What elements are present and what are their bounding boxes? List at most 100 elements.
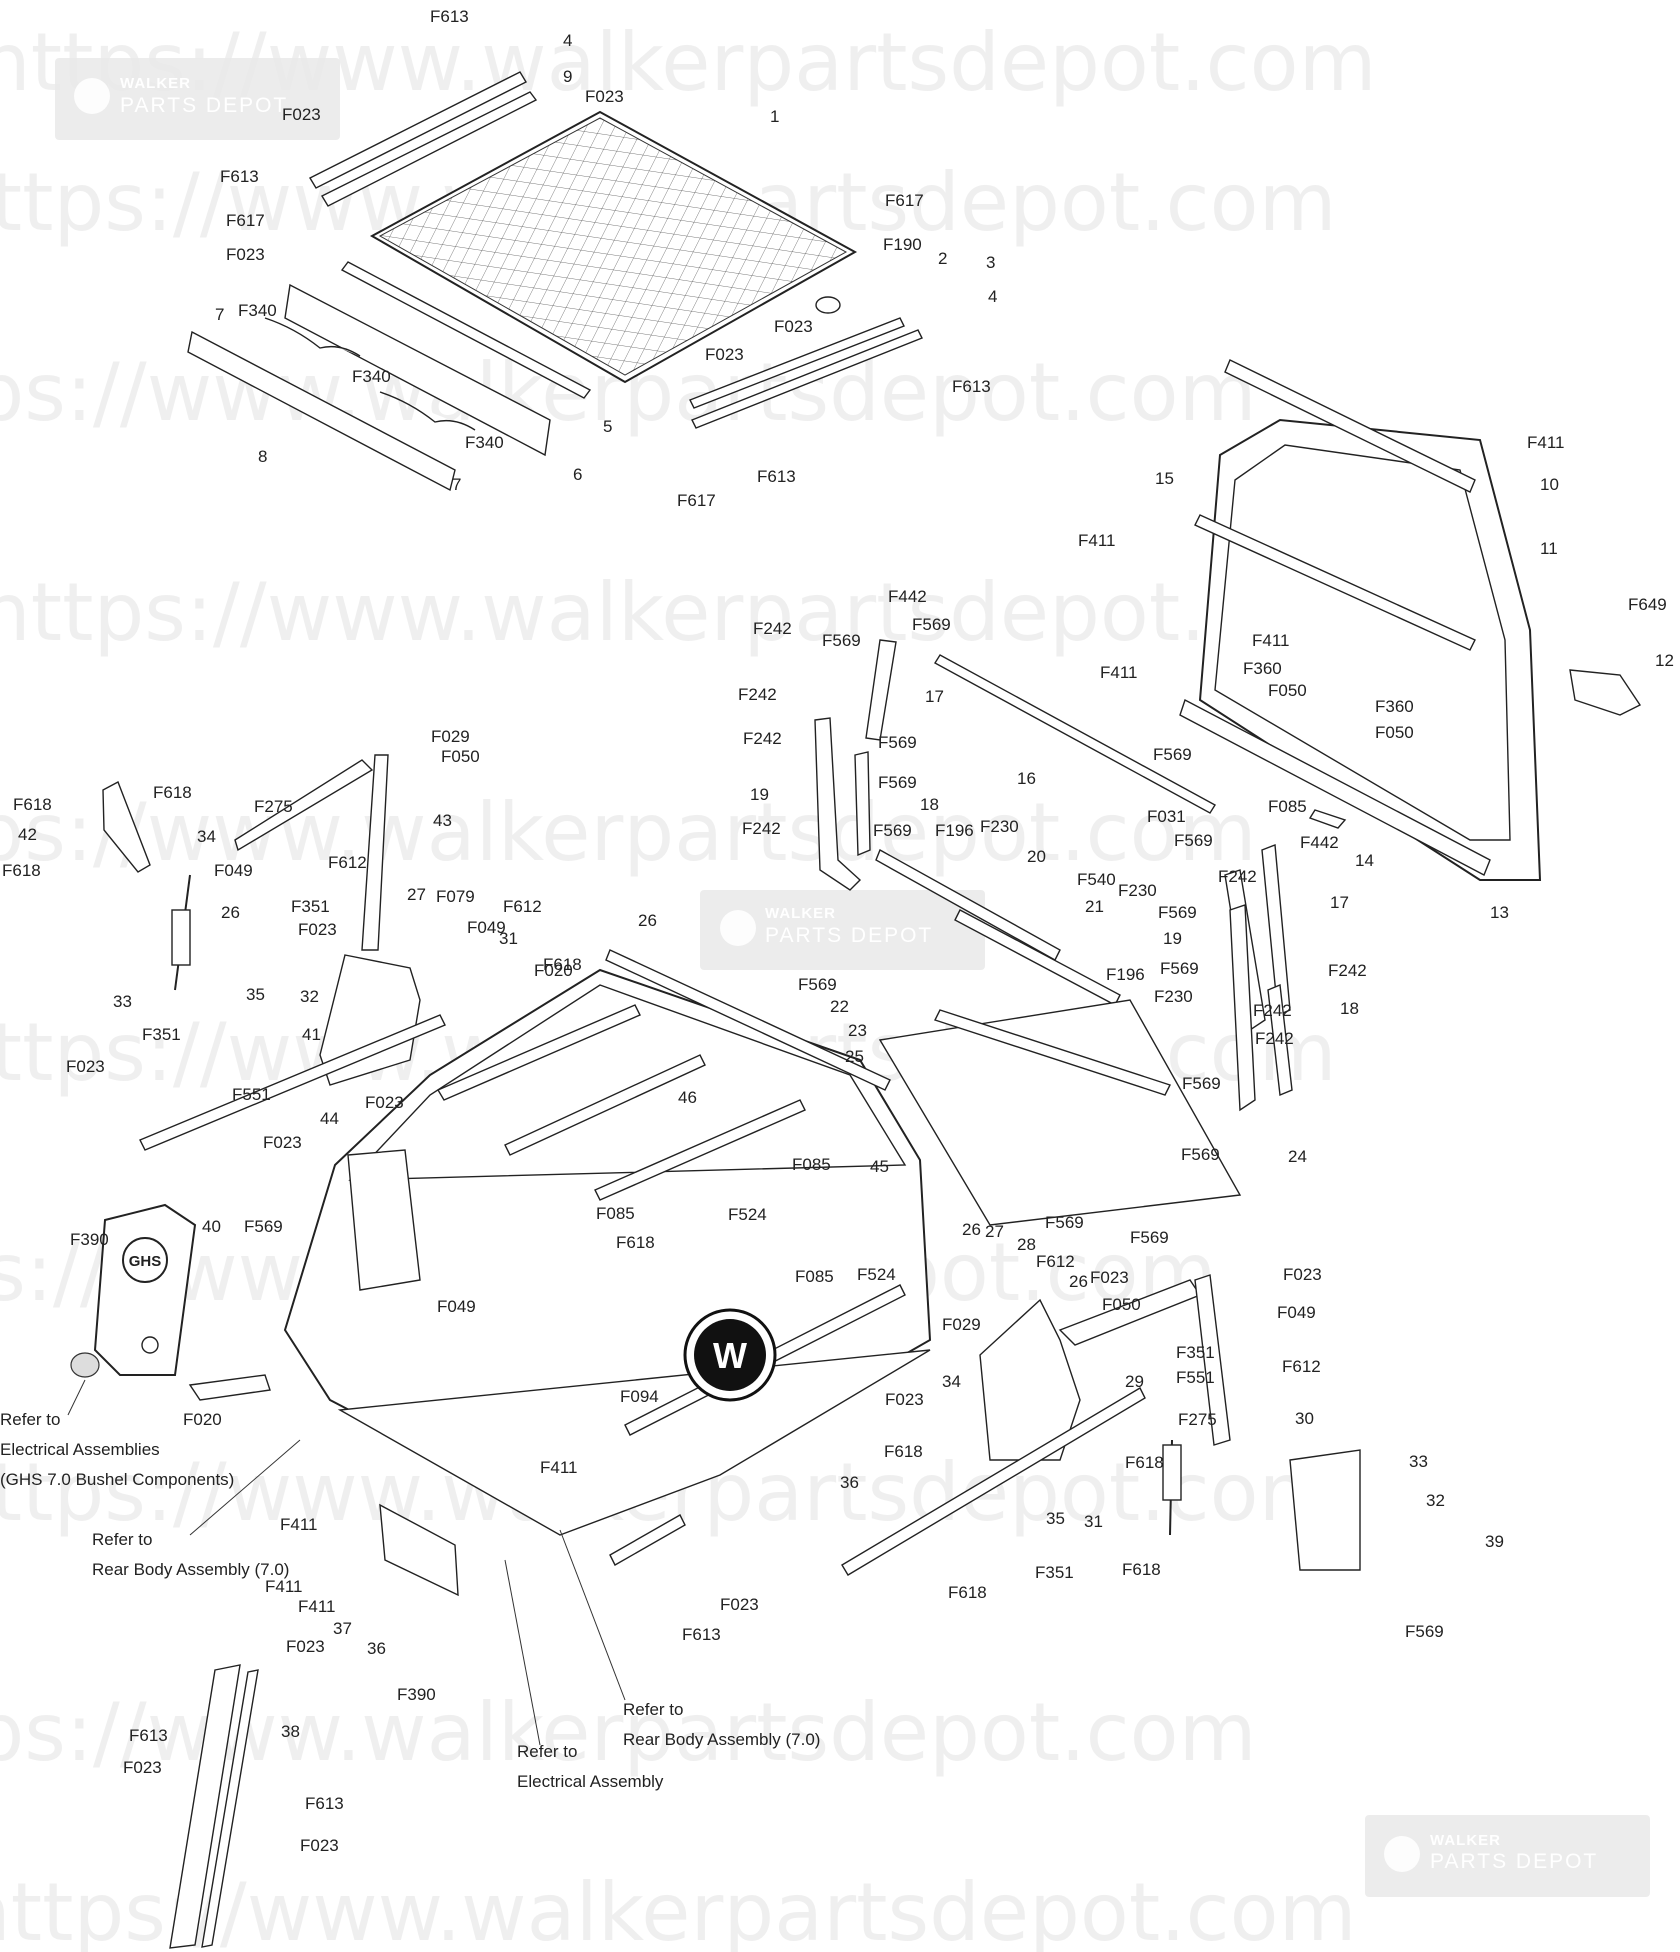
callout-label: F618: [1125, 1453, 1164, 1472]
callout-label: 26: [1069, 1272, 1088, 1291]
callout-label: F085: [1268, 797, 1307, 816]
callout-label: 14: [1355, 851, 1374, 870]
callout-label: F023: [885, 1390, 924, 1409]
callout-label: F612: [328, 853, 367, 872]
callout-label: 36: [840, 1473, 859, 1492]
callout-label: F085: [792, 1155, 831, 1174]
callout-label: 20: [1027, 847, 1046, 866]
callout-label: F351: [1035, 1563, 1074, 1582]
callout-label: 19: [750, 785, 769, 804]
callout-label: 2: [938, 249, 947, 268]
callout-label: F023: [263, 1133, 302, 1152]
callout-label: F613: [952, 377, 991, 396]
ref-electrical-ghs-line-1: Refer to: [0, 1410, 60, 1429]
ref-rear-body-center-line-2: Rear Body Assembly (7.0): [623, 1730, 820, 1749]
callout-label: F275: [1178, 1410, 1217, 1429]
callout-label: 41: [302, 1025, 321, 1044]
callout-label: F618: [13, 795, 52, 814]
callout-label: F023: [720, 1595, 759, 1614]
callout-label: 26: [221, 903, 240, 922]
callout-label: F023: [226, 245, 265, 264]
callout-label: F020: [183, 1410, 222, 1429]
callout-label: F031: [1147, 807, 1186, 826]
callout-label: F023: [123, 1758, 162, 1777]
callout-label: F569: [1158, 903, 1197, 922]
callout-label: F411: [1100, 663, 1138, 682]
callout-label: F023: [1090, 1268, 1129, 1287]
callout-label: F049: [214, 861, 253, 880]
callout-label: F613: [757, 467, 796, 486]
callout-label: 4: [563, 31, 572, 50]
callout-label: 19: [1163, 929, 1182, 948]
callout-label: F023: [66, 1057, 105, 1076]
callout-label: 7: [215, 305, 224, 324]
callout-label: F569: [822, 631, 861, 650]
callout-label: F569: [1130, 1228, 1169, 1247]
right-lid-linkage: [841, 1274, 1361, 1576]
callout-label: F340: [465, 433, 504, 452]
callout-label: F411: [1252, 631, 1290, 650]
callout-label: 36: [367, 1639, 386, 1658]
callout-label: 15: [1155, 469, 1174, 488]
callout-label: F050: [441, 747, 480, 766]
callout-label: F351: [291, 897, 330, 916]
callout-label: F569: [1181, 1145, 1220, 1164]
callout-label: F569: [1174, 831, 1213, 850]
callout-label: 17: [1330, 893, 1349, 912]
callout-label: F230: [980, 817, 1019, 836]
callout-label: F023: [286, 1637, 325, 1656]
callout-label: F351: [142, 1025, 181, 1044]
callout-label: 23: [848, 1021, 867, 1040]
callout-label: 33: [113, 992, 132, 1011]
callout-label: 5: [603, 417, 612, 436]
badge-sub: PARTS DEPOT: [120, 94, 288, 117]
callout-label: 46: [678, 1088, 697, 1107]
callout-label: F618: [2, 861, 41, 880]
callout-label: 37: [333, 1619, 352, 1638]
callout-label: 31: [1084, 1512, 1103, 1531]
main-body-housing: W: [283, 949, 932, 1536]
callout-label: F049: [1277, 1303, 1316, 1322]
callout-label: 32: [300, 987, 319, 1006]
callout-label: 21: [1085, 897, 1104, 916]
callout-label: F618: [153, 783, 192, 802]
ref-electrical-ghs-line-2: Electrical Assemblies: [0, 1440, 160, 1459]
callout-label: 24: [1288, 1147, 1307, 1166]
callout-label: F360: [1375, 697, 1414, 716]
callout-label: 12: [1655, 651, 1674, 670]
callout-label: F618: [948, 1583, 987, 1602]
callout-label: F190: [883, 235, 922, 254]
lower-left-parts: [169, 1374, 686, 1949]
callout-label: F540: [1077, 870, 1116, 889]
callout-label: F569: [912, 615, 951, 634]
watermark-badge-center: WALKER PARTS DEPOT: [700, 890, 985, 970]
badge-sub: PARTS DEPOT: [765, 924, 933, 947]
callout-label: F360: [1243, 659, 1282, 678]
callout-label: F023: [705, 345, 744, 364]
callout-label: F613: [305, 1794, 344, 1813]
callout-label: F023: [298, 920, 337, 939]
callout-label: 13: [1490, 903, 1509, 922]
callout-label: F050: [1375, 723, 1414, 742]
callout-label: F442: [888, 587, 927, 606]
ref-electrical-ghs-line-3: (GHS 7.0 Bushel Components): [0, 1470, 234, 1489]
callout-label: 35: [246, 985, 265, 1004]
callout-label: 16: [1017, 769, 1036, 788]
callout-label: 43: [433, 811, 452, 830]
callout-label: F023: [282, 105, 321, 124]
callout-label: 11: [1540, 539, 1558, 558]
callout-label: 3: [986, 253, 995, 272]
callout-label: 35: [1046, 1509, 1065, 1528]
badge-brand: WALKER: [120, 75, 191, 92]
left-lid-linkage: [102, 754, 446, 1151]
callout-label: F618: [616, 1233, 655, 1252]
callout-label: F411: [1527, 433, 1565, 452]
callout-label: 29: [1125, 1372, 1144, 1391]
callout-label: F613: [220, 167, 259, 186]
callout-label: F411: [265, 1577, 303, 1596]
badge-brand: WALKER: [765, 905, 836, 922]
callout-label: 38: [281, 1722, 300, 1741]
callout-label: F085: [795, 1267, 834, 1286]
